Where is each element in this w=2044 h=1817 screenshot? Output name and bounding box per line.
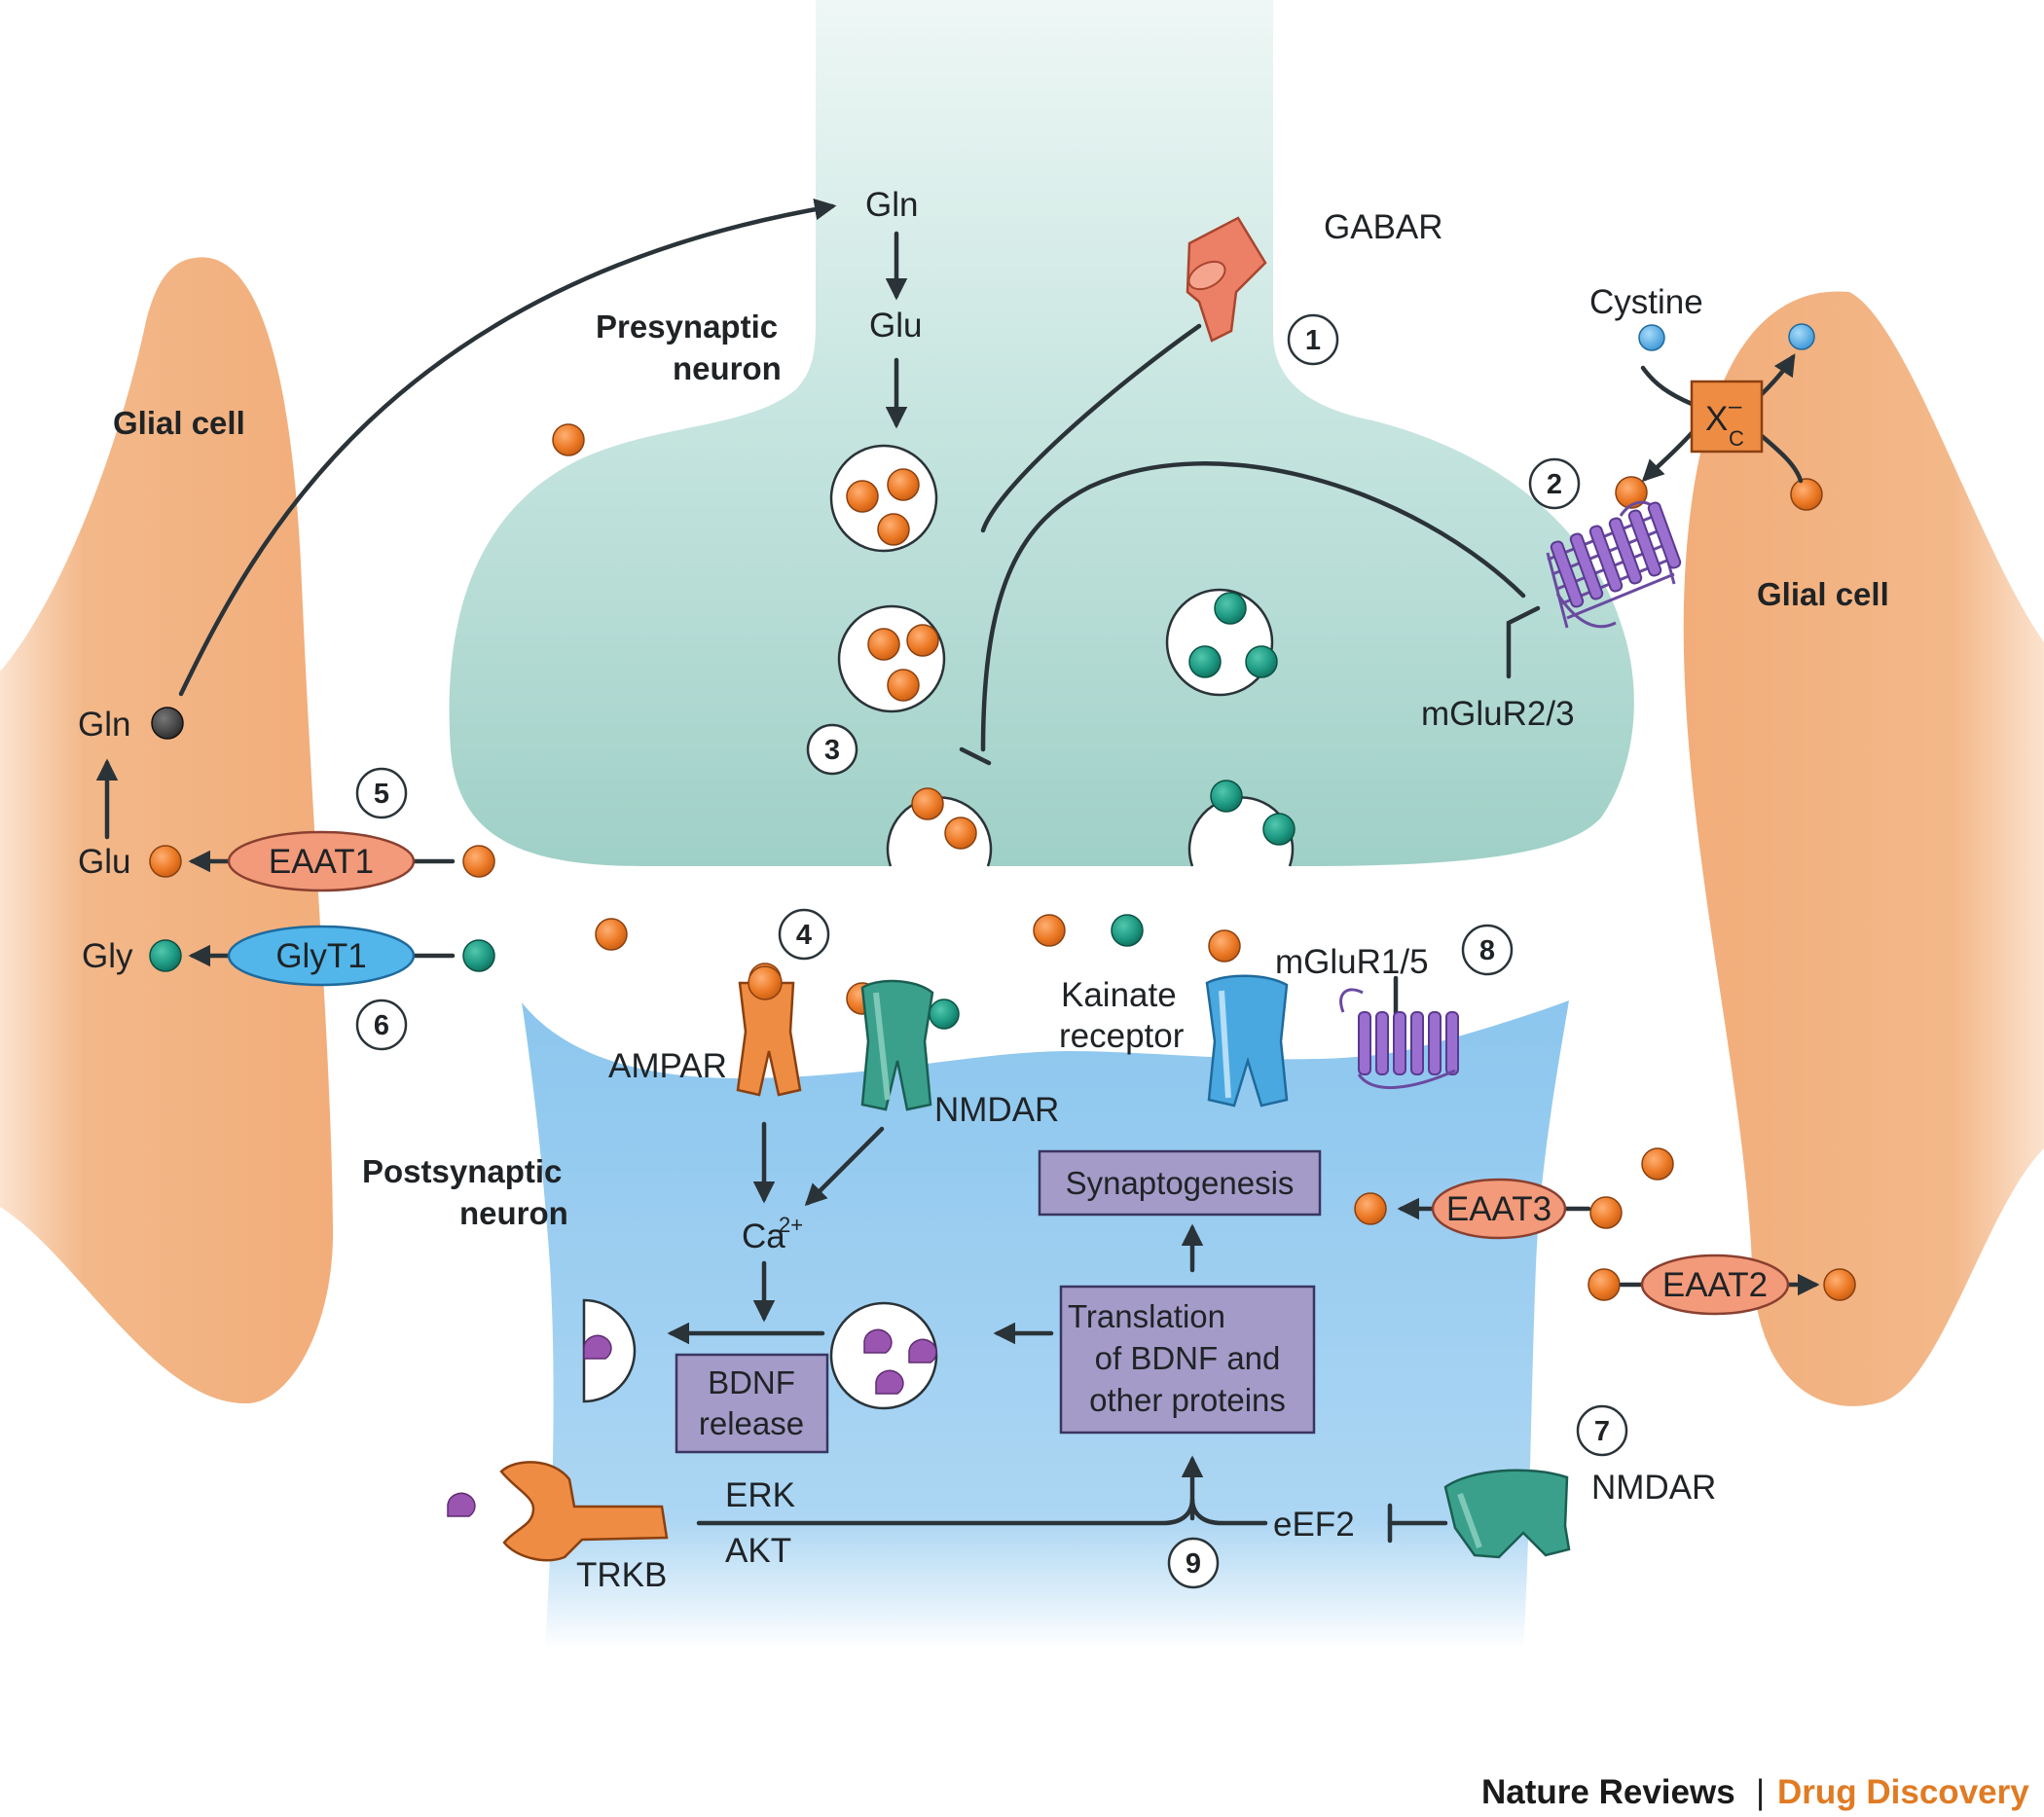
glyt1-transporter[interactable] — [227, 925, 416, 987]
footer-separator: | — [1756, 1773, 1765, 1811]
step-2-num: 2 — [1547, 469, 1562, 500]
calcium-superscript: 2+ — [779, 1213, 803, 1237]
trkb-label: TRKB — [576, 1556, 667, 1594]
translation-label-2: of BDNF and — [1095, 1340, 1281, 1376]
gabar-label: GABAR — [1324, 208, 1443, 246]
line-erk-akt — [696, 1498, 1268, 1526]
bdnf-release-box — [675, 1353, 829, 1454]
arrow-nmdar-ca — [804, 1126, 885, 1207]
nmdar-extrasynaptic-label: NMDAR — [1591, 1469, 1716, 1507]
arrow-gln-transport — [178, 198, 837, 697]
calcium-label: Ca — [742, 1217, 785, 1255]
gabar-receptor — [1186, 216, 1267, 343]
nmdar-label: NMDAR — [934, 1091, 1059, 1129]
step-1-num: 1 — [1305, 325, 1321, 356]
nmdar-receptor — [860, 979, 934, 1111]
glial-cell-left — [0, 257, 334, 1404]
kainate-label-2: receptor — [1059, 1017, 1185, 1055]
mglur23-label: mGluR2/3 — [1421, 695, 1575, 733]
inhibition-bar-presyn — [959, 746, 992, 766]
trkb-receptor — [499, 1461, 669, 1562]
xc-superscript: – — [1729, 393, 1742, 419]
gabar-inhibition — [980, 323, 1202, 533]
step-6-num: 6 — [374, 1010, 389, 1041]
step-markers — [355, 313, 1628, 1589]
cystine-label: Cystine — [1589, 283, 1703, 321]
footer-journal: Nature Reviews — [1481, 1773, 1735, 1811]
eaat3-label: EAAT3 — [1446, 1190, 1551, 1228]
translation-label-3: other proteins — [1089, 1382, 1286, 1418]
step-3-num: 3 — [824, 735, 840, 766]
mglur23-pointer — [1506, 605, 1541, 679]
xc-label: X — [1705, 400, 1728, 438]
xc-out-path — [1759, 353, 1796, 397]
glu-top-label: Glu — [869, 307, 922, 345]
glial-cell-left-label: Glial cell — [113, 405, 245, 441]
cystine-particles — [1638, 323, 1815, 351]
step-5-num: 5 — [374, 779, 389, 810]
glial-cell-right-label: Glial cell — [1757, 576, 1889, 612]
step-6 — [355, 999, 408, 1051]
step-7-num: 7 — [1594, 1416, 1610, 1447]
akt-label: AKT — [725, 1532, 791, 1570]
footer-section: Drug Discovery — [1777, 1773, 2029, 1811]
glial-cell-right — [1683, 291, 2044, 1406]
xc-subscript: C — [1729, 426, 1744, 451]
ampar-label: AMPAR — [608, 1047, 727, 1085]
step-4 — [778, 908, 830, 961]
translation-box — [1059, 1285, 1316, 1435]
mglur-inhibition — [980, 461, 1526, 752]
nmdar-extrasynaptic — [1443, 1469, 1571, 1559]
xc-glu-in — [1759, 433, 1804, 484]
step-3 — [806, 723, 858, 776]
translation-label-1: Translation — [1068, 1298, 1225, 1334]
xc-transporter — [1690, 380, 1764, 454]
glutamine-particle — [151, 707, 184, 740]
eaat2-label: EAAT2 — [1662, 1266, 1768, 1304]
bdnf-release-label-1: BDNF — [708, 1364, 795, 1400]
kainate-receptor — [1205, 974, 1289, 1108]
bdnf-particles — [447, 1328, 937, 1517]
glyt1-label: GlyT1 — [275, 937, 366, 975]
kainate-label-1: Kainate — [1061, 976, 1177, 1014]
step-9 — [1167, 1537, 1220, 1589]
step-8-num: 8 — [1479, 935, 1495, 966]
gly-left-label: Gly — [82, 937, 133, 975]
gln-top-label: Gln — [865, 186, 918, 224]
step-9-num: 9 — [1186, 1548, 1201, 1580]
xc-in-path — [1640, 365, 1695, 407]
vesicles — [829, 444, 1274, 1410]
eaat1-label: EAAT1 — [269, 843, 374, 881]
presynaptic-label-2: neuron — [673, 350, 782, 386]
presynaptic-neuron — [449, 0, 1634, 866]
eaat2-transporter[interactable] — [1640, 1254, 1790, 1316]
eaat3-transporter[interactable] — [1431, 1178, 1567, 1240]
mglur15-label: mGluR1/5 — [1275, 943, 1429, 981]
eef2-label: eEF2 — [1273, 1506, 1355, 1544]
glycine-particles — [149, 592, 1296, 1030]
synaptogenesis-label: Synaptogenesis — [1066, 1165, 1295, 1201]
erk-label: ERK — [725, 1476, 795, 1514]
step-4-num: 4 — [796, 920, 812, 951]
pathway-arrows — [95, 198, 1820, 1544]
synaptogenesis-box — [1038, 1149, 1322, 1217]
postsynaptic-label-1: Postsynaptic — [362, 1153, 562, 1189]
glu-left-label: Glu — [78, 843, 130, 881]
xc-glu-out — [1641, 430, 1695, 483]
step-7 — [1576, 1404, 1628, 1457]
step-8 — [1461, 924, 1514, 976]
presynaptic-label-1: Presynaptic — [596, 309, 778, 345]
gln-left-label: Gln — [78, 706, 130, 744]
bdnf-release-label-2: release — [699, 1405, 804, 1441]
eaat1-transporter[interactable] — [227, 830, 416, 892]
step-1 — [1287, 313, 1339, 366]
step-5 — [355, 767, 408, 819]
postsynaptic-label-2: neuron — [459, 1195, 568, 1231]
ampar-receptor — [736, 965, 802, 1097]
mglur15-receptor — [1339, 988, 1459, 1090]
mglur23-helices — [1550, 501, 1682, 608]
step-2 — [1528, 457, 1581, 510]
